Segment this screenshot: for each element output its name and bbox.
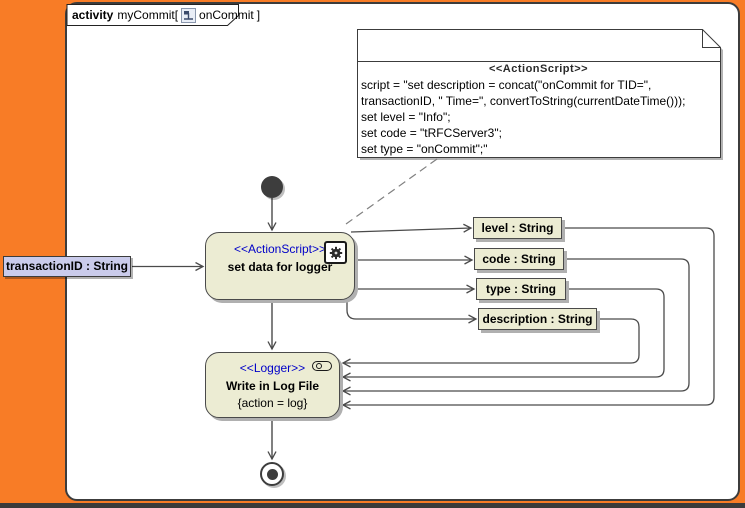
frame-tab: activity myCommit[ onCommit ] <box>72 6 260 24</box>
note-script-line: set level = "Info"; <box>361 110 451 124</box>
activity-diagram-icon <box>181 7 197 23</box>
actionscript-note[interactable]: <<ActionScript>> script = "set descripti… <box>358 63 719 157</box>
frame-keyword: activity <box>72 8 114 22</box>
call-behavior-icon-dot <box>316 363 322 369</box>
object-node-description[interactable]: description : String <box>478 308 597 330</box>
frame-diagram-name: onCommit <box>199 8 254 22</box>
logger-constraint: {action = log} <box>237 396 308 410</box>
note-script-line: set type = "onCommit";" <box>361 142 488 156</box>
action-name: set data for logger <box>227 260 333 274</box>
frame-closing-bracket: ] <box>256 8 261 22</box>
logger-name: Write in Log File <box>225 379 320 393</box>
call-behavior-icon <box>312 361 332 371</box>
note-script-line: set code = "tRFCServer3"; <box>361 126 502 140</box>
window-bottom-edge <box>0 503 745 508</box>
note-script-line: script = "set description = concat("onCo… <box>361 78 652 92</box>
object-node-code[interactable]: code : String <box>474 248 564 270</box>
logger-stereotype: <<Logger>> <box>239 361 306 375</box>
action-stereotype: <<ActionScript>> <box>233 242 327 256</box>
input-pin-transactionid[interactable]: transactionID : String <box>3 256 131 277</box>
action-node-set-data-for-logger[interactable]: <<ActionScript>> set data for logger <box>205 232 355 300</box>
activity-final-node[interactable] <box>260 462 284 486</box>
object-node-type[interactable]: type : String <box>476 278 566 300</box>
note-stereotype: <<ActionScript>> <box>488 63 589 75</box>
initial-node[interactable] <box>261 176 283 198</box>
frame-activity-name: myCommit[ <box>117 8 179 22</box>
gear-icon <box>324 241 347 264</box>
activity-final-inner-dot <box>266 468 278 480</box>
note-script-line: transactionID, " Time=", convertToString… <box>361 94 686 108</box>
action-node-write-in-log-file[interactable]: <<Logger>> Write in Log File {action = l… <box>205 352 340 418</box>
object-node-level[interactable]: level : String <box>473 217 562 239</box>
